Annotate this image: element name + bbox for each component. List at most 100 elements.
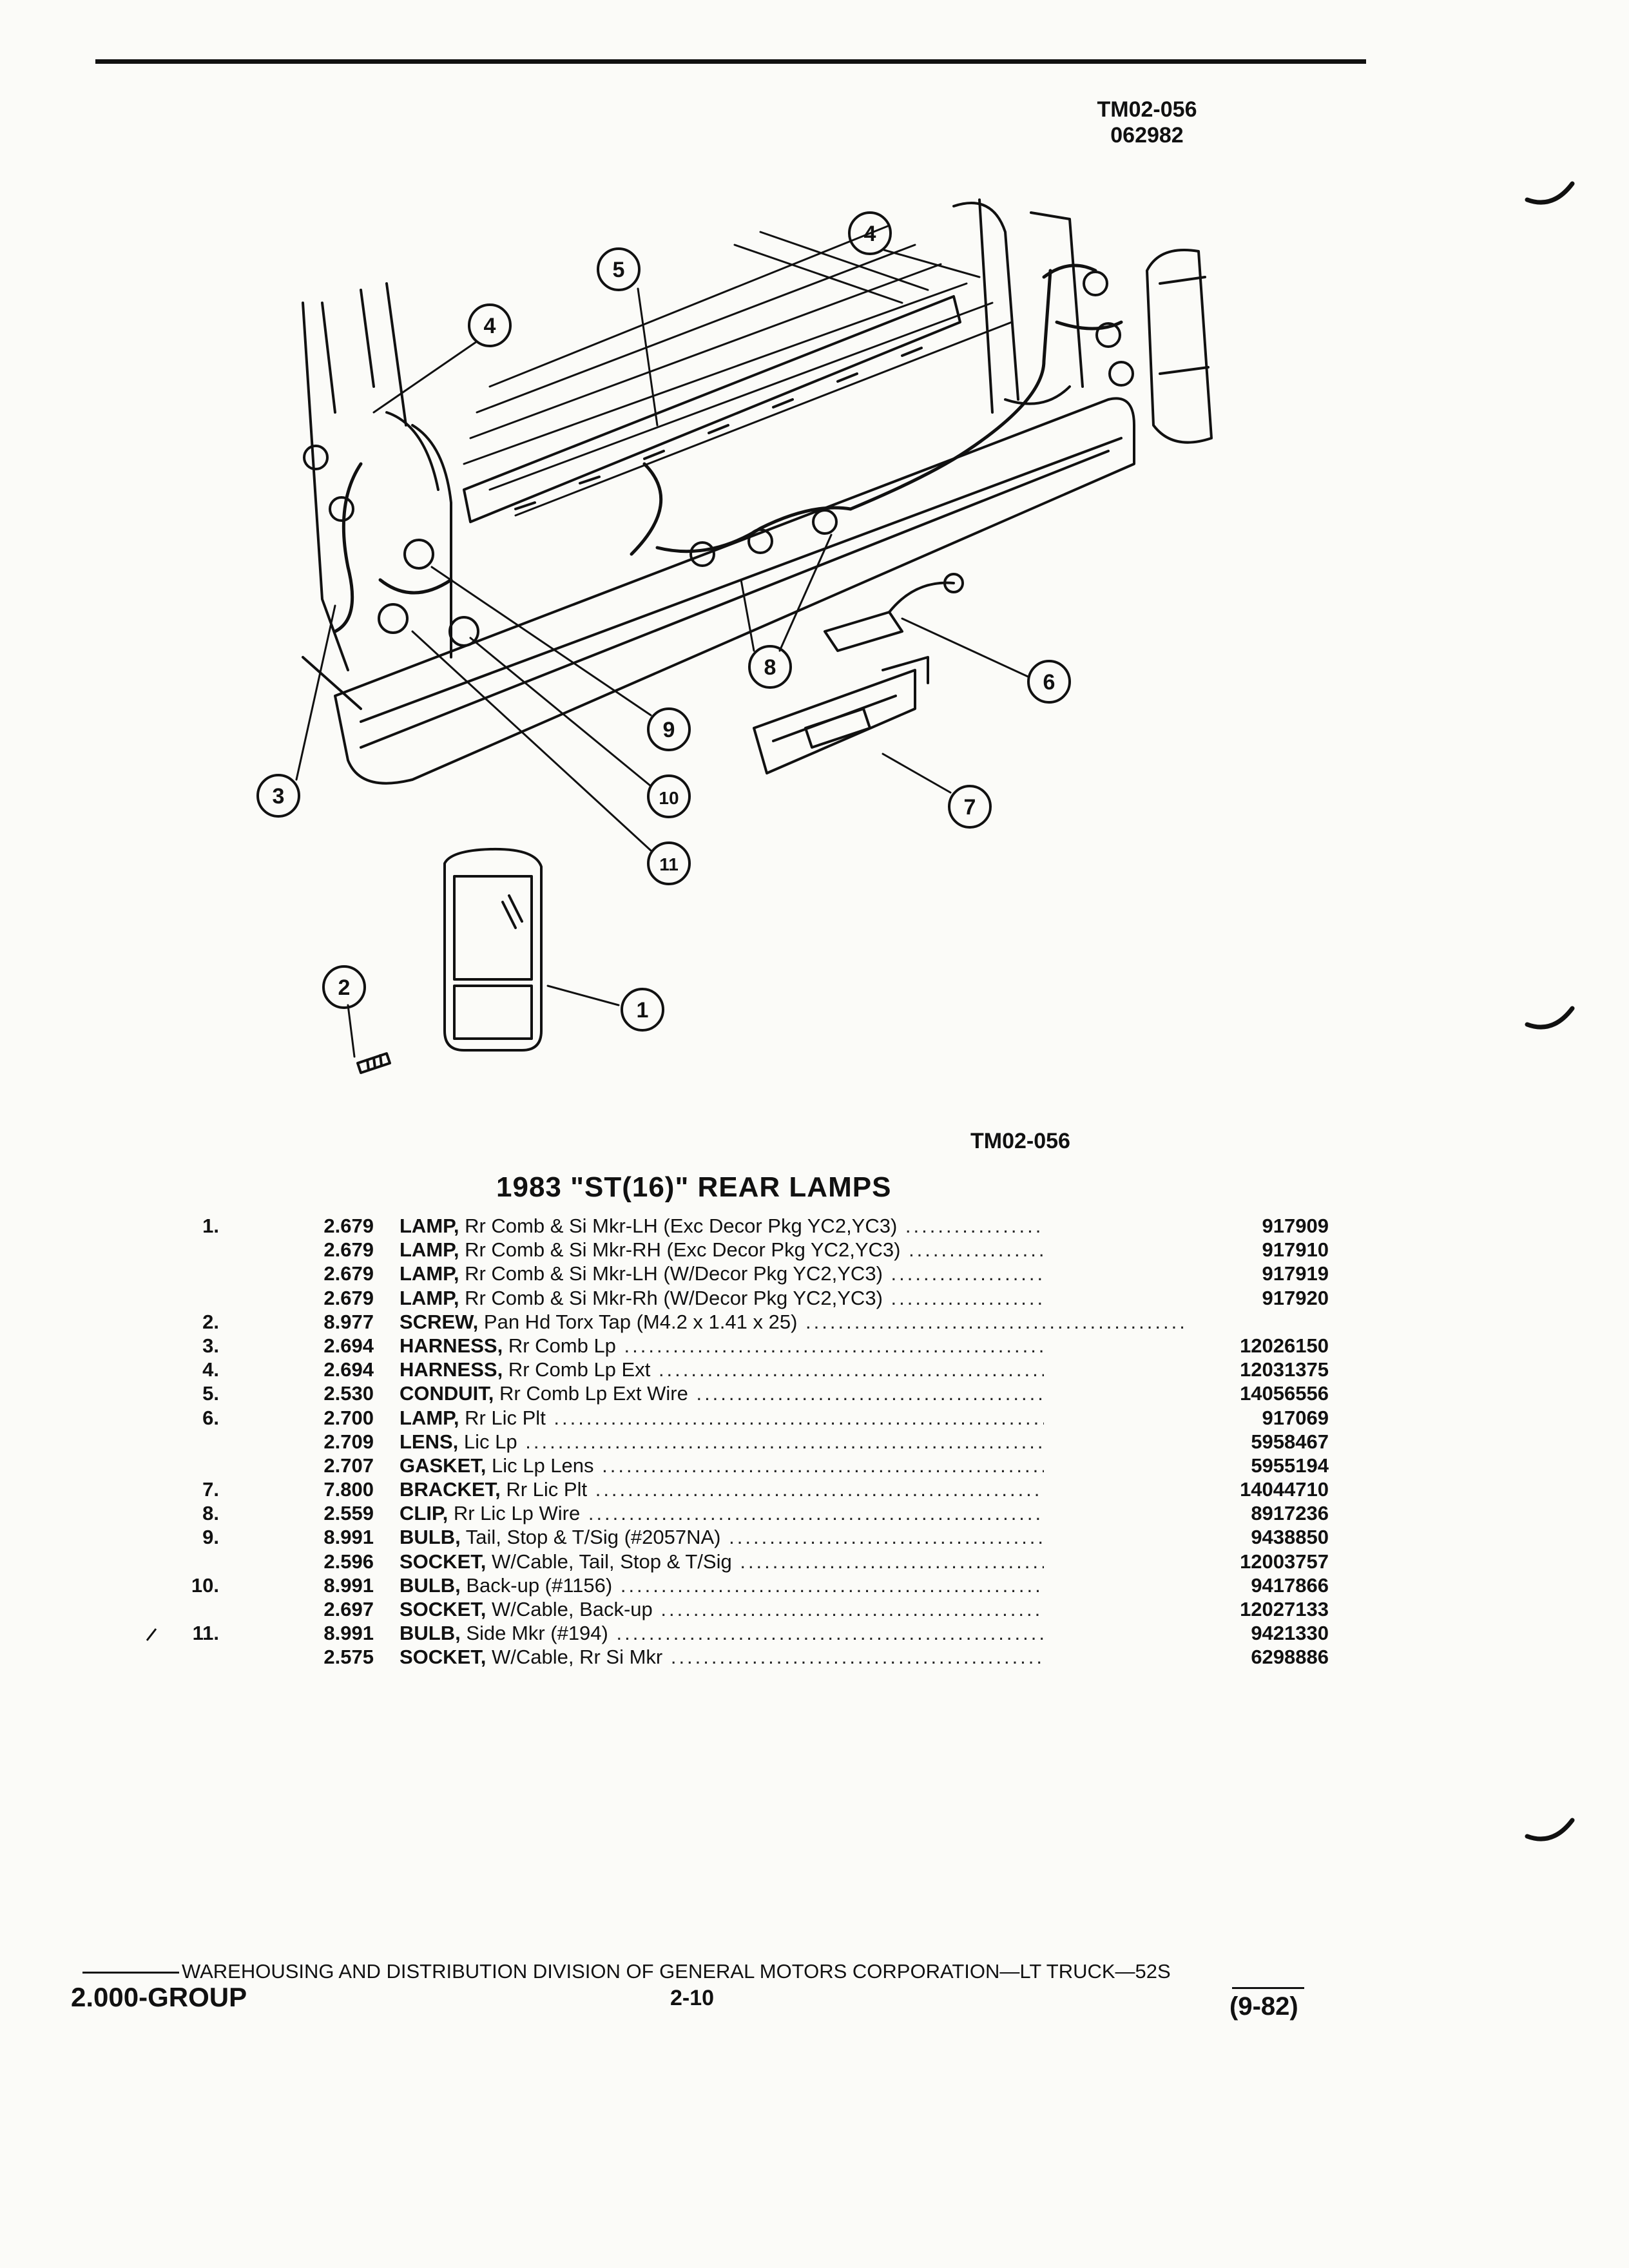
part-number: 917919 bbox=[1044, 1262, 1329, 1286]
top-rule bbox=[95, 59, 1366, 64]
callout-8: 8 bbox=[764, 655, 776, 680]
part-name: LENS, bbox=[400, 1430, 459, 1453]
part-group-code: 2.679 bbox=[323, 1215, 374, 1237]
part-detail: W/Cable, Rr Si Mkr bbox=[486, 1646, 663, 1669]
callout-labels: 5 4 4 3 6 7 8 9 10 11 1 2 bbox=[273, 222, 1055, 1023]
part-ref-number: 3. bbox=[202, 1334, 219, 1357]
screw bbox=[356, 1052, 391, 1074]
part-detail: Lic Lp bbox=[458, 1430, 517, 1453]
bed-floor-lines bbox=[463, 224, 1013, 517]
leader-lines bbox=[295, 249, 1029, 1058]
tail-lamp-assembly bbox=[443, 847, 543, 1052]
part-name: GASKET, bbox=[400, 1454, 487, 1477]
part-detail: Rr Comb & Si Mkr-RH (Exc Decor Pkg YC2,Y… bbox=[459, 1238, 901, 1262]
part-detail: Rr Comb Lp Ext bbox=[503, 1358, 651, 1381]
part-detail: Tail, Stop & T/Sig (#2057NA) bbox=[460, 1526, 721, 1549]
part-number: 12027133 bbox=[1044, 1597, 1329, 1621]
part-group-code: 2.559 bbox=[323, 1502, 374, 1525]
part-group-code: 2.694 bbox=[323, 1358, 374, 1381]
part-number: 8917236 bbox=[1044, 1501, 1329, 1526]
conduit-bar bbox=[463, 295, 961, 523]
margin-pen-mark bbox=[146, 1628, 157, 1641]
margin-check-marks bbox=[1525, 181, 1575, 1030]
part-name: SOCKET, bbox=[400, 1550, 487, 1573]
part-group-code: 2.679 bbox=[323, 1238, 374, 1262]
part-detail: Rr Comb & Si Mkr-Rh (W/Decor Pkg YC2,YC3… bbox=[459, 1286, 883, 1309]
footer-publisher: WAREHOUSING AND DISTRIBUTION DIVISION OF… bbox=[82, 1960, 1171, 1983]
part-detail: Rr Comb & Si Mkr-LH (Exc Decor Pkg YC2,Y… bbox=[459, 1215, 898, 1237]
part-name: CLIP, bbox=[400, 1502, 448, 1525]
callout-9: 9 bbox=[663, 718, 675, 742]
part-name: HARNESS, bbox=[400, 1334, 503, 1357]
part-detail: W/Cable, Back-up bbox=[486, 1598, 653, 1620]
part-name: BRACKET, bbox=[400, 1478, 501, 1501]
callout-4-right: 4 bbox=[864, 222, 876, 246]
part-description: LAMP, Rr Comb & Si Mkr-RH (Exc Decor Pkg… bbox=[400, 1238, 1186, 1262]
part-ref-number: 1. bbox=[202, 1215, 219, 1237]
part-detail: Lic Lp Lens bbox=[486, 1454, 594, 1477]
rear-lamps-exploded-diagram: 5 4 4 3 6 7 8 9 10 11 1 2 bbox=[256, 181, 1575, 1074]
part-row: 2.679 LAMP, Rr Comb & Si Mkr-RH (Exc Deco… bbox=[129, 1238, 1329, 1262]
part-ref-number: 8. bbox=[202, 1502, 219, 1525]
part-number: 6298886 bbox=[1044, 1645, 1329, 1669]
rear-bumper bbox=[334, 397, 1135, 785]
figure-code-block: TM02-056 062982 bbox=[1089, 97, 1205, 148]
part-number: 917909 bbox=[1044, 1214, 1329, 1238]
part-detail: Back-up (#1156) bbox=[460, 1573, 613, 1597]
right-body-panel bbox=[952, 198, 1084, 414]
part-detail: Rr Comb Lp Ext Wire bbox=[494, 1382, 688, 1405]
margin-check-mark bbox=[1525, 1818, 1575, 1841]
part-name: LAMP, bbox=[400, 1406, 459, 1429]
figure-code: TM02-056 bbox=[1097, 97, 1197, 122]
page-title: 1983 "ST(16)" REAR LAMPS bbox=[496, 1171, 892, 1203]
part-detail: Rr Comb & Si Mkr-LH (W/Decor Pkg YC2,YC3… bbox=[459, 1262, 883, 1285]
footer-dash bbox=[82, 1972, 179, 1974]
part-description: SOCKET, W/Cable, Tail, Stop & T/Sig ....… bbox=[400, 1550, 1186, 1573]
part-group-code: 2.694 bbox=[323, 1334, 374, 1357]
callout-10: 10 bbox=[659, 788, 679, 808]
part-name: SCREW, bbox=[400, 1310, 479, 1333]
footer-publisher-text: WAREHOUSING AND DISTRIBUTION DIVISION OF… bbox=[182, 1960, 1171, 1983]
part-name: HARNESS, bbox=[400, 1358, 503, 1381]
callout-4-left: 4 bbox=[484, 314, 496, 338]
callout-circles bbox=[256, 211, 1071, 1032]
part-group-code: 2.697 bbox=[323, 1598, 374, 1620]
date-code: 062982 bbox=[1110, 123, 1184, 148]
part-name: LAMP, bbox=[400, 1286, 459, 1309]
part-group-code: 2.596 bbox=[323, 1550, 374, 1573]
part-ref-number: 11. bbox=[192, 1622, 219, 1645]
part-group-code: 8.991 bbox=[323, 1526, 374, 1549]
part-group-code: 2.679 bbox=[323, 1262, 374, 1285]
part-name: BULB, bbox=[400, 1526, 461, 1549]
bulbs-sockets bbox=[303, 271, 1134, 647]
part-ref-number: 10. bbox=[191, 1573, 219, 1597]
left-body-panel bbox=[302, 282, 452, 710]
group-label: 2.000-GROUP bbox=[71, 1982, 247, 2012]
part-ref-number: 2. bbox=[202, 1310, 219, 1333]
part-detail: Side Mkr (#194) bbox=[460, 1622, 608, 1645]
revision-date: (9-82) bbox=[1229, 1992, 1298, 2021]
part-number: 917069 bbox=[1044, 1405, 1329, 1430]
part-number: 5955194 bbox=[1044, 1453, 1329, 1477]
callout-2: 2 bbox=[338, 975, 351, 1000]
callout-1: 1 bbox=[637, 998, 649, 1023]
part-group-code: 2.707 bbox=[323, 1454, 374, 1477]
part-detail: Rr Lic Plt bbox=[459, 1406, 546, 1429]
part-detail: Rr Comb Lp bbox=[503, 1334, 616, 1357]
callout-6: 6 bbox=[1043, 670, 1055, 695]
callout-3: 3 bbox=[273, 784, 285, 809]
